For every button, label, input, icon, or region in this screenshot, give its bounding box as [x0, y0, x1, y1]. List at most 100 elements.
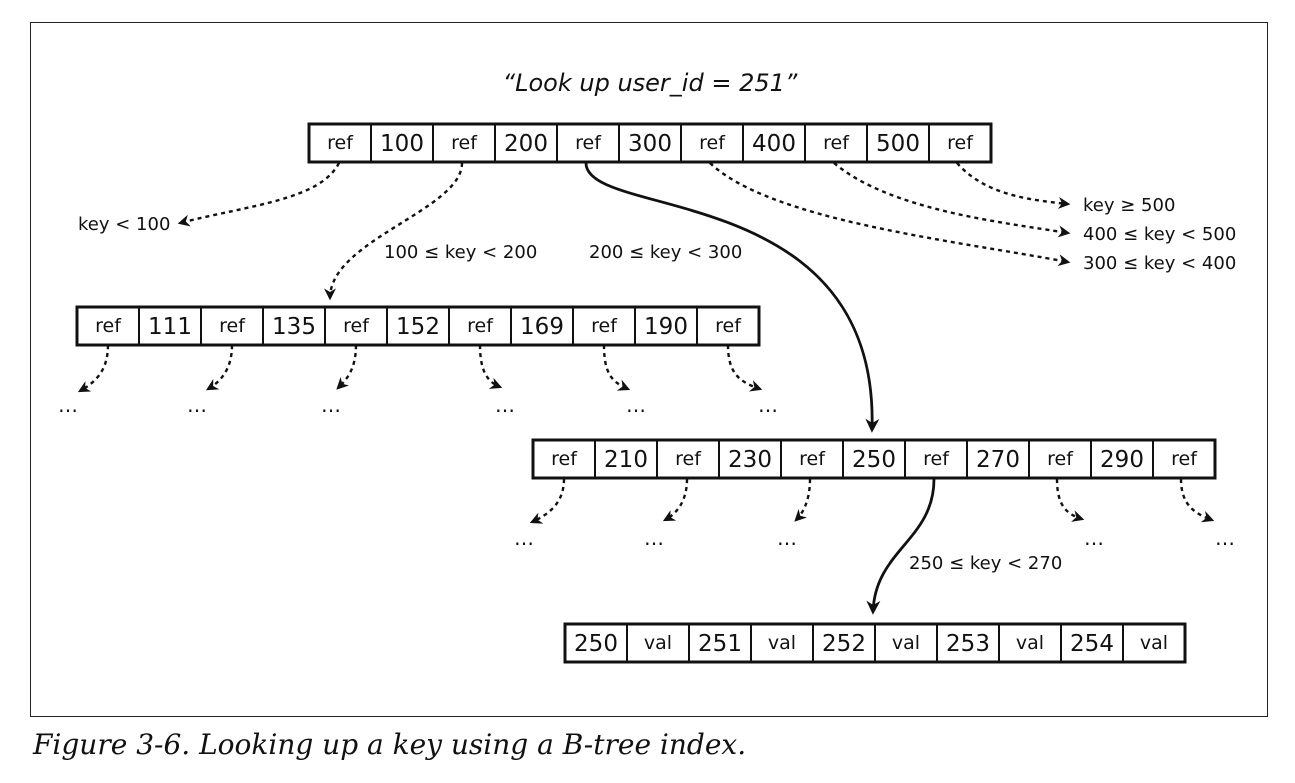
- val-cell: val: [1122, 623, 1186, 663]
- key-cell: 200: [494, 123, 558, 163]
- arrow-root-ref0: [177, 162, 341, 227]
- arrow-left-ref1: [205, 344, 234, 391]
- node-border: [531, 438, 1217, 480]
- cell-text: 152: [396, 314, 440, 340]
- cell-text: ref: [699, 132, 726, 154]
- cell-text: ref: [575, 132, 602, 154]
- val-cell: val: [626, 623, 690, 663]
- node-border: [307, 122, 993, 164]
- arrow-mid-ref5: [1179, 478, 1215, 523]
- arrow-root-ref2-solid: [584, 162, 880, 433]
- ellipsis: …: [777, 526, 797, 550]
- key-cell: 230: [718, 439, 782, 479]
- cell-text: 253: [946, 631, 990, 657]
- key-cell: 400: [742, 123, 806, 163]
- ref-cell: ref: [556, 123, 620, 163]
- ellipsis: …: [58, 393, 78, 417]
- ref-cell: ref: [76, 306, 140, 346]
- cell-text: ref: [715, 315, 742, 337]
- label-300-400: 300 ≤ key < 400: [1083, 253, 1236, 274]
- cell-text: ref: [467, 315, 494, 337]
- cell-text: 135: [272, 314, 316, 340]
- val-cell: val: [874, 623, 938, 663]
- cell-text: ref: [451, 132, 478, 154]
- ellipsis: …: [321, 393, 341, 417]
- cell-text: 300: [628, 131, 672, 157]
- key-cell: 190: [634, 306, 698, 346]
- ref-cell: ref: [656, 439, 720, 479]
- arrow-root-ref5: [956, 162, 1071, 209]
- cell-text: val: [1140, 632, 1168, 654]
- label-100-200: 100 ≤ key < 200: [384, 242, 537, 263]
- key-cell: 152: [386, 306, 450, 346]
- cell-text: 190: [644, 314, 688, 340]
- ref-cell: ref: [928, 123, 992, 163]
- cell-text: 500: [876, 131, 920, 157]
- cell-text: val: [1016, 632, 1044, 654]
- ellipsis: …: [514, 526, 534, 550]
- ellipsis: …: [758, 393, 778, 417]
- ellipsis: …: [626, 393, 646, 417]
- cell-text: 100: [380, 131, 424, 157]
- cell-text: val: [644, 632, 672, 654]
- cell-text: ref: [1047, 448, 1074, 470]
- label-key-ge-500: key ≥ 500: [1083, 195, 1175, 216]
- ref-cell: ref: [532, 439, 596, 479]
- cell-text: ref: [551, 448, 578, 470]
- label-200-300: 200 ≤ key < 300: [589, 242, 742, 263]
- ref-cell: ref: [1028, 439, 1092, 479]
- cell-text: ref: [327, 132, 354, 154]
- cell-text: val: [768, 632, 796, 654]
- label-key-lt-100: key < 100: [78, 214, 170, 235]
- arrow-left-ref2: [336, 344, 358, 390]
- key-cell: 254: [1060, 623, 1124, 663]
- cell-text: ref: [343, 315, 370, 337]
- key-cell: 250: [564, 623, 628, 663]
- cell-text: ref: [219, 315, 246, 337]
- cell-text: ref: [95, 315, 122, 337]
- node-border: [563, 622, 1187, 664]
- cell-text: 250: [574, 631, 618, 657]
- key-cell: 135: [262, 306, 326, 346]
- cell-text: 200: [504, 131, 548, 157]
- ref-cell: ref: [696, 306, 760, 346]
- cell-text: 169: [520, 314, 564, 340]
- cell-text: 290: [1100, 447, 1144, 473]
- cell-text: 250: [852, 447, 896, 473]
- cell-text: 251: [698, 631, 742, 657]
- arrow-root-ref1: [324, 162, 464, 301]
- label-400-500: 400 ≤ key < 500: [1083, 224, 1236, 245]
- cell-text: 252: [822, 631, 866, 657]
- cell-text: 270: [976, 447, 1020, 473]
- cell-text: ref: [1171, 448, 1198, 470]
- arrow-mid-ref2: [794, 478, 812, 522]
- figure-caption: Figure 3-6. Looking up a key using a B-t…: [33, 728, 747, 761]
- key-cell: 251: [688, 623, 752, 663]
- ellipsis: …: [644, 526, 664, 550]
- val-cell: val: [998, 623, 1062, 663]
- ellipsis: …: [187, 393, 207, 417]
- cell-text: 210: [604, 447, 648, 473]
- ref-cell: ref: [324, 306, 388, 346]
- cell-text: 111: [148, 314, 192, 340]
- cell-text: ref: [799, 448, 826, 470]
- ref-cell: ref: [680, 123, 744, 163]
- root-node: ref 100 ref 200 ref 300 ref 400 ref 500 ref: [307, 122, 993, 164]
- arrow-mid-ref1: [662, 478, 689, 522]
- key-cell: 270: [966, 439, 1030, 479]
- ref-cell: ref: [904, 439, 968, 479]
- leaf-node: 250 val 251 val 252 val 253 val 254 val: [563, 622, 1187, 664]
- ref-cell: ref: [448, 306, 512, 346]
- ellipsis: …: [495, 393, 515, 417]
- cell-text: ref: [947, 132, 974, 154]
- arrow-left-ref0: [77, 344, 110, 393]
- cell-text: val: [892, 632, 920, 654]
- cell-text: ref: [823, 132, 850, 154]
- val-cell: val: [750, 623, 814, 663]
- key-cell: 111: [138, 306, 202, 346]
- arrow-mid-ref3-solid: [866, 478, 936, 615]
- key-cell: 252: [812, 623, 876, 663]
- key-cell: 250: [842, 439, 906, 479]
